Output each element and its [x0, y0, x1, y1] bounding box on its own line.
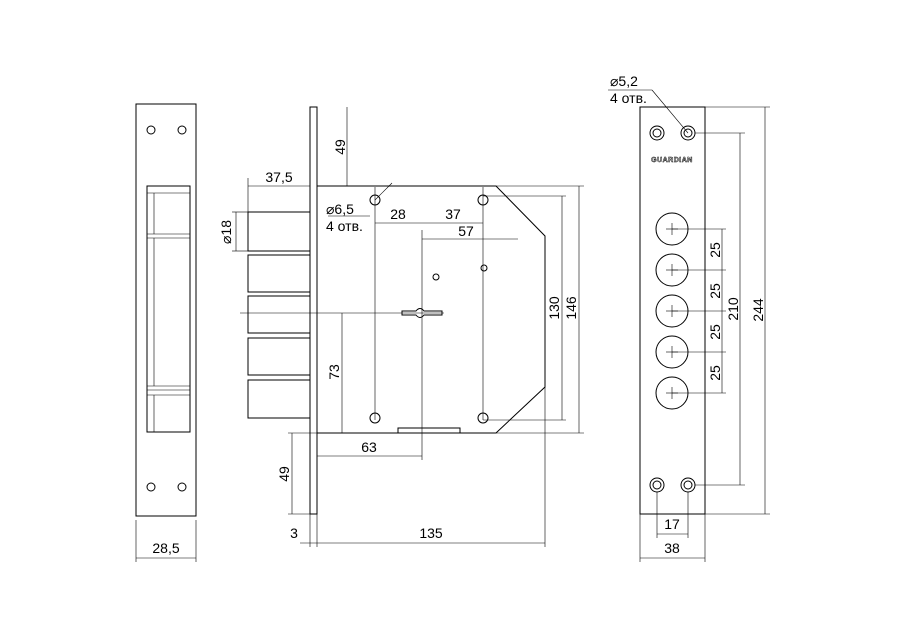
bolt-diameter-label: ⌀18 — [218, 220, 234, 244]
faceplate — [309, 106, 318, 515]
strike-opening — [146, 185, 191, 433]
bottom-slot — [397, 427, 461, 434]
pin-hole — [480, 264, 488, 272]
body-height-130-label: 130 — [546, 296, 562, 320]
bolt-pitch-label: 25 — [707, 365, 723, 381]
backset-63-label: 63 — [361, 439, 377, 455]
bottom-offset-label: 49 — [276, 466, 292, 482]
hole-spacing-210-label: 210 — [725, 297, 741, 321]
front-screw-hole — [649, 125, 665, 141]
bolt — [247, 295, 311, 334]
body-depth-label: 135 — [419, 525, 443, 541]
spindle-hole — [432, 273, 440, 281]
strike-plate-outline — [135, 103, 197, 517]
bolt — [247, 211, 311, 252]
plate-width-38-label: 38 — [664, 540, 680, 556]
hole-spacing-label: 28 — [390, 206, 406, 222]
front-screw-hole — [680, 477, 696, 493]
bolt — [247, 254, 311, 293]
front-plate-view: GUARDIAN ⌀5,2 4 отв. 25 25 25 25 — [608, 73, 770, 562]
body-height-146-label: 146 — [563, 296, 579, 320]
keyhole — [401, 308, 443, 318]
top-offset-label: 49 — [332, 139, 348, 155]
strike-screw-hole — [146, 482, 156, 492]
front-screw-hole — [649, 477, 665, 493]
bolt-pitch-label: 25 — [707, 283, 723, 299]
front-hole-count-label: 4 отв. — [610, 90, 647, 106]
bolt — [247, 379, 311, 419]
bolt — [247, 337, 311, 376]
plate-height-244-label: 244 — [750, 298, 766, 322]
strike-width-label: 28,5 — [152, 540, 179, 556]
strike-screw-hole — [177, 125, 187, 135]
strike-screw-hole — [177, 482, 187, 492]
lock-body-view: 49 37,5 ⌀18 ⌀6,5 4 отв. 28 37 57 130 146… — [218, 106, 584, 547]
front-plate-outline — [639, 106, 706, 515]
front-hole-diameter-label: ⌀5,2 — [610, 73, 638, 89]
bolt-stack — [247, 211, 311, 419]
hole-spacing-17-label: 17 — [664, 516, 680, 532]
strike-screw-hole — [146, 125, 156, 135]
bolt-pitch-label: 25 — [707, 242, 723, 258]
faceplate-thickness-label: 3 — [290, 525, 298, 541]
hole-count-label: 4 отв. — [326, 218, 363, 234]
spindle-height-label: 73 — [326, 364, 342, 380]
spacing-37-label: 37 — [445, 206, 461, 222]
spacing-57-label: 57 — [458, 223, 474, 239]
bolt-pitch-label: 25 — [707, 324, 723, 340]
bolt-projection-label: 37,5 — [265, 169, 292, 185]
strike-plate-view: 28,5 — [135, 103, 197, 562]
lock-case-outline — [317, 185, 546, 434]
hole-diameter-label: ⌀6,5 — [326, 201, 354, 217]
brand-logo: GUARDIAN — [651, 157, 693, 164]
